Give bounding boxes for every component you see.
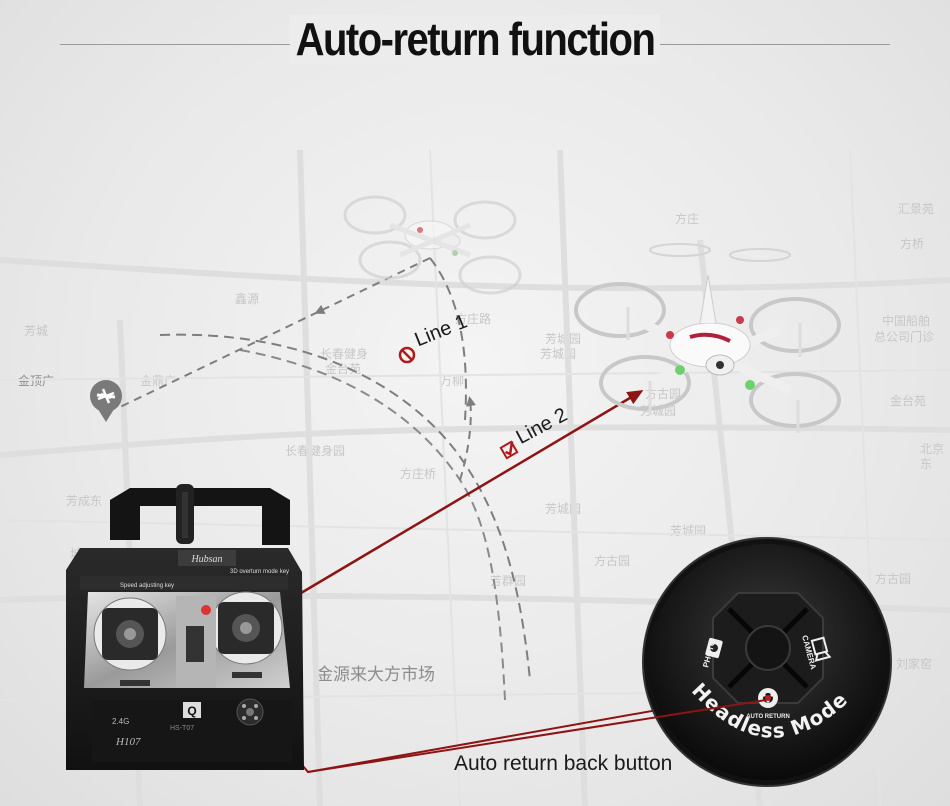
svg-text:HS-T07: HS-T07 [170, 725, 194, 732]
svg-text:Hubsan: Hubsan [190, 554, 222, 565]
map-label: 方古园 [645, 387, 682, 401]
map-label: 方庄 [675, 212, 700, 226]
map-label: 方古园 [594, 554, 631, 568]
map-label: 北京 [920, 442, 945, 456]
title-rule-left [60, 44, 290, 45]
map-label: 芳群园 [490, 574, 527, 588]
home-path [117, 311, 319, 409]
map-label: 方庄路 [455, 312, 492, 326]
map-label: 芳成东 [66, 494, 103, 508]
map-label: 方古园 [875, 572, 912, 586]
map-label: 金台苑 [325, 362, 362, 376]
auto-return-label: AUTO RETURN [746, 714, 790, 720]
home-pin-icon [90, 380, 122, 422]
map-label: 芳城园 [545, 332, 582, 346]
map-label: 金台苑 [890, 394, 927, 408]
title-rule-right [650, 44, 890, 45]
map-label: 总公司门诊 [874, 330, 935, 344]
drone-icon [343, 195, 522, 295]
line1-upper-curve [429, 257, 467, 421]
camera-icon [810, 636, 832, 662]
remote-label-left: Speed adjusting key [120, 583, 174, 589]
map-label: 东 [920, 457, 933, 471]
auto-return-caption: Auto return back button [454, 752, 673, 775]
auto-return-icon[interactable] [758, 688, 778, 708]
map-label: 金源来大方市场 [316, 665, 435, 685]
line2-arrow [295, 389, 644, 598]
drone-icon [574, 243, 841, 433]
map-label: 方桥 [900, 237, 925, 251]
line1-path [159, 333, 531, 681]
map-label: 长春健身园 [285, 444, 346, 458]
svg-text:H107: H107 [115, 736, 141, 748]
map-label: 万柳 [440, 374, 465, 388]
map-label: 金顶广 [18, 374, 55, 388]
map-label: 汇景苑 [898, 202, 935, 216]
remote-label-right: 3D overturn mode key [230, 569, 289, 575]
line1-return-path [459, 396, 476, 481]
check-icon [499, 440, 519, 460]
map-label: 中国船舶 [882, 314, 931, 328]
map-label: 鑫源 [235, 292, 260, 306]
page-title: Auto-return function [0, 14, 950, 67]
button-zoom-inset: PHOTO CAMERA AUTO RETURN Headless Mode [642, 537, 892, 787]
return-to-home-path [314, 257, 431, 314]
map-label: 方庄桥 [400, 467, 437, 481]
four-way-button [712, 592, 824, 704]
map-label: 芳城 [24, 324, 49, 338]
no-entry-icon [398, 346, 416, 364]
map-label: 刘家窑 [896, 657, 933, 671]
svg-text:2.4G: 2.4G [112, 717, 129, 726]
remote-controller: Hubsan Speed adjusting key 3D overturn m… [66, 484, 304, 770]
svg-text:Q: Q [187, 704, 196, 718]
map-label: 长春健身 [320, 347, 369, 361]
callout-pointer [307, 699, 767, 773]
photo-icon [705, 637, 723, 659]
